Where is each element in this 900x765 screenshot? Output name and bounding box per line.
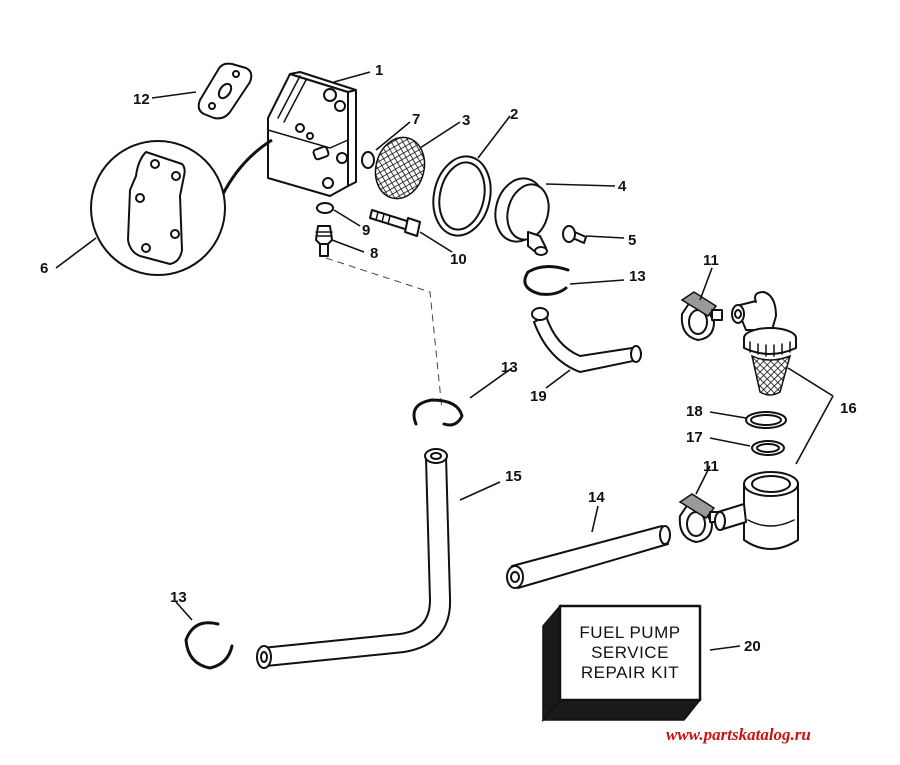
fitting-8 [315,225,333,257]
kit-line-2: SERVICE [591,643,669,662]
callout-19: 19 [530,388,547,405]
callout-11-lower: 11 [703,458,719,475]
callout-14: 14 [588,489,605,506]
gasket-ring-17 [751,440,785,456]
callout-15: 15 [505,468,522,485]
fuel-filter-housing-16-top [731,291,797,396]
callout-3: 3 [462,112,470,129]
hose-15 [256,448,452,669]
hose-clip-13-upper [523,265,570,296]
callout-9: 9 [362,222,370,239]
callout-5: 5 [628,232,636,249]
leader-lines [55,71,834,651]
dashed-assembly-line [325,257,443,411]
hose-clip-13-lower [184,621,234,670]
hose-clamp-11-lower [678,493,721,543]
gasket-detail-6 [90,140,226,276]
callout-13-middle: 13 [501,359,518,376]
gasket-plate-12 [197,62,253,120]
fuel-pump-body-1 [220,71,357,197]
fuel-filter-bowl-16-bottom [714,471,799,550]
callout-7: 7 [412,111,420,128]
hose-clamp-11-upper [680,291,723,341]
kit-line-3: REPAIR KIT [581,663,679,682]
callout-20: 20 [744,638,761,655]
gasket-ring-2 [432,155,492,237]
callout-18: 18 [686,403,703,420]
callout-17: 17 [686,429,703,446]
callout-12: 12 [133,91,150,108]
o-ring-7 [361,151,375,169]
repair-kit-box-20: FUEL PUMP SERVICE REPAIR KIT [541,603,702,723]
callout-10: 10 [450,251,467,268]
bolt-10 [369,209,421,237]
callout-1: 1 [375,62,383,79]
watermark-url[interactable]: www.partskatalog.ru [666,725,811,744]
callout-4: 4 [618,178,627,195]
callout-numbers: 1 2 3 4 5 6 7 8 9 10 11 11 12 13 13 13 1… [40,62,857,655]
kit-line-1: FUEL PUMP [579,623,680,642]
callout-13-upper: 13 [629,268,646,285]
hose-14 [506,525,671,589]
filter-screen-3 [374,136,426,200]
callout-16: 16 [840,400,857,417]
screw-5 [562,225,587,244]
pump-cover-4 [494,177,550,256]
o-ring-9 [316,202,334,214]
callout-2: 2 [510,106,518,123]
hose-19 [531,307,642,373]
callout-8: 8 [370,245,378,262]
callout-6: 6 [40,260,48,277]
callout-11-upper: 11 [703,252,719,269]
hose-clip-13-middle [412,398,464,427]
callout-13-lower: 13 [170,589,187,606]
seal-ring-18 [745,411,787,429]
